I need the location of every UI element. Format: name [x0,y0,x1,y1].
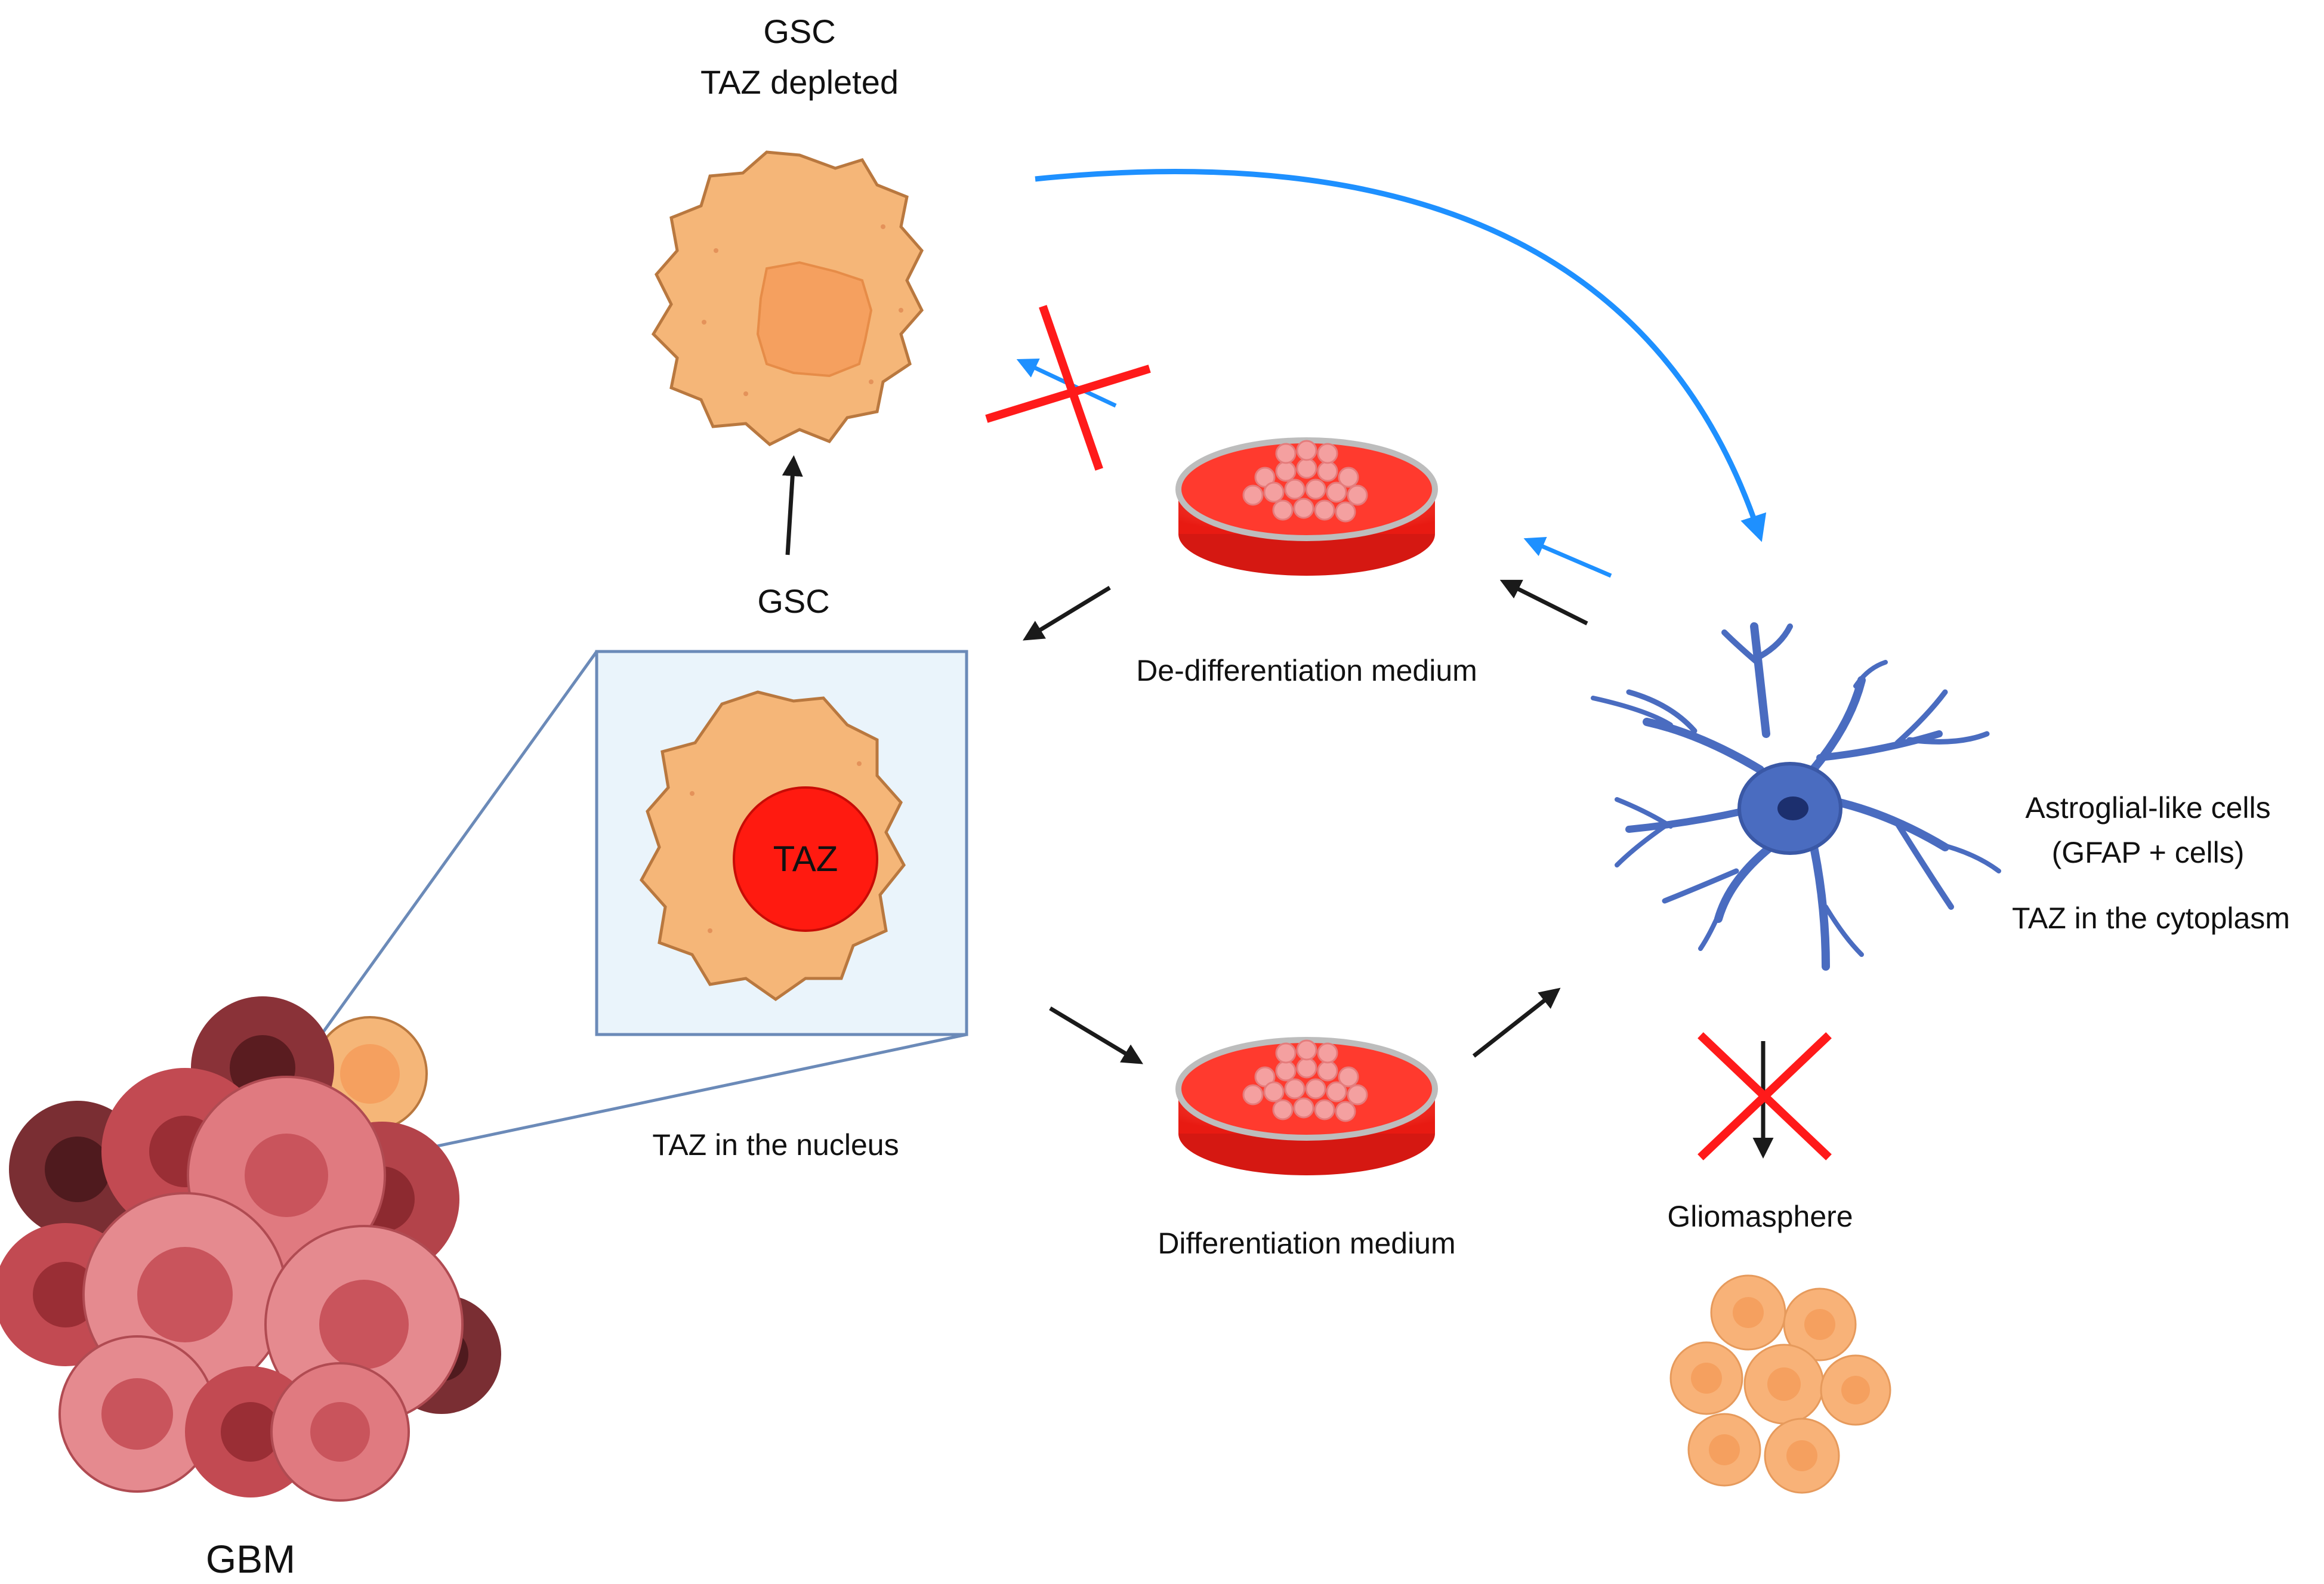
gsc-top-subtitle: TAZ depleted [700,63,899,101]
block-cross-top-icon [985,305,1151,471]
astrocyte-icon [1591,622,2001,971]
gliomasphere-label: Gliomasphere [1667,1200,1853,1233]
arrow-gsc-to-diff-dish [1049,1006,1144,1064]
arrow-gsc-to-top [782,455,803,555]
arrow-astro-to-dish [1499,579,1588,626]
gsc-taz-depleted-cell-icon [651,150,924,446]
zoom-line-bottom [411,1033,967,1153]
gsc-top-title: GSC [763,13,836,50]
block-cross-bottom-icon [1698,1032,1832,1160]
blue-curved-arrow [1035,169,1767,542]
differentiation-medium-label: Differentiation medium [1158,1227,1456,1260]
arrow-dish-to-gsc [1023,586,1111,641]
gfap-label: (GFAP + cells) [2051,836,2245,869]
arrow-diff-dish-to-astro [1472,987,1561,1058]
dedifferentiation-medium-label: De-differentiation medium [1136,654,1477,687]
petri-dish-differentiation-icon [1175,1037,1438,1175]
astroglial-label: Astroglial-like cells [2025,791,2271,825]
taz-nucleus-icon [733,786,878,932]
gliomasphere-icon [1669,1274,1891,1494]
taz-cytoplasm-label: TAZ in the cytoplasm [2012,901,2290,935]
taz-nucleus-label: TAZ [773,839,838,879]
gsc-mid-label: GSC [757,582,830,620]
taz-in-nucleus-label: TAZ in the nucleus [652,1128,899,1162]
gsc-taz-nucleus-cell-icon [639,690,906,1002]
gbm-tumor-icon [0,996,501,1502]
gbm-label: GBM [205,1537,296,1581]
petri-dish-dedifferentiation-icon [1175,437,1438,576]
zoom-line-top [308,650,598,1051]
blue-arrow-astro-to-dish [1523,536,1612,578]
